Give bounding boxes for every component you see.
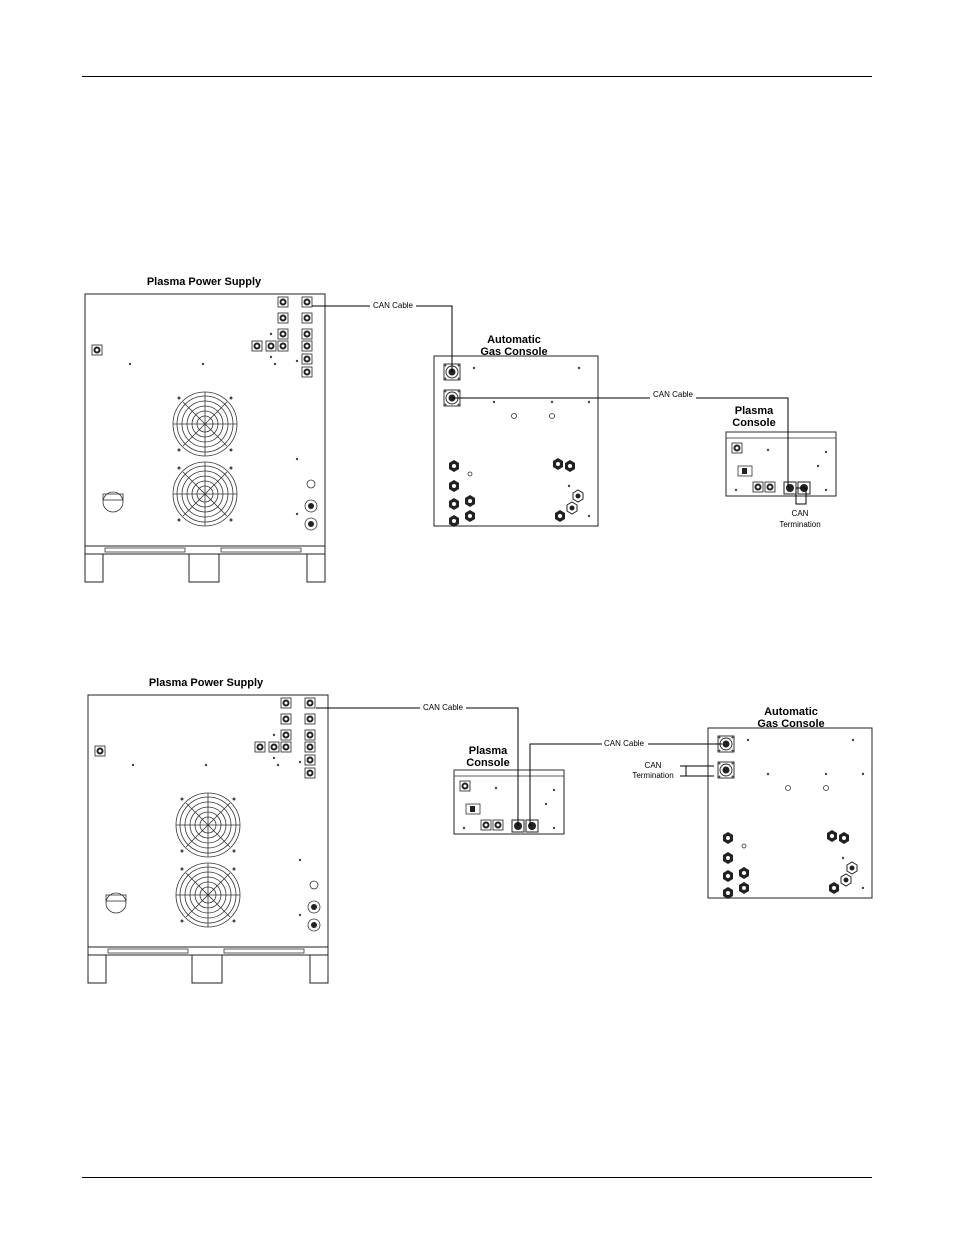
power-supply-unit — [85, 294, 325, 582]
power-supply-label: Plasma Power Supply — [149, 677, 264, 689]
diagram-1: Plasma Power Supply Automatic Gas Consol… — [85, 276, 836, 582]
can-termination-bracket — [680, 766, 686, 776]
plasma-console-label-line2: Console — [466, 757, 509, 769]
can-cable-label-2: CAN Cable — [604, 739, 645, 748]
can-termination-label-line2: Termination — [779, 520, 820, 529]
gas-console-label-line1: Automatic — [764, 706, 818, 718]
can-cable-label-2: CAN Cable — [653, 390, 694, 399]
plasma-console-unit — [726, 432, 836, 496]
can-termination-label-line1: CAN — [645, 761, 662, 770]
can-cable-line-1 — [312, 306, 452, 372]
plasma-console-unit — [454, 770, 564, 834]
gas-console-unit — [708, 728, 872, 899]
plasma-console-label-line1: Plasma — [735, 405, 774, 417]
gas-console-unit — [434, 356, 598, 527]
power-supply-label: Plasma Power Supply — [147, 276, 262, 288]
diagram-2: Plasma Power Supply Plasma Console Autom… — [88, 677, 872, 983]
can-termination-label-line1: CAN — [792, 509, 809, 518]
can-termination-label-line2: Termination — [632, 771, 673, 780]
plasma-console-label-line1: Plasma — [469, 745, 508, 757]
can-cable-label-1: CAN Cable — [423, 703, 464, 712]
can-cable-label-1: CAN Cable — [373, 301, 414, 310]
gas-console-label-line1: Automatic — [487, 334, 541, 346]
power-supply-unit — [88, 695, 328, 983]
plasma-console-label-line2: Console — [732, 417, 775, 429]
